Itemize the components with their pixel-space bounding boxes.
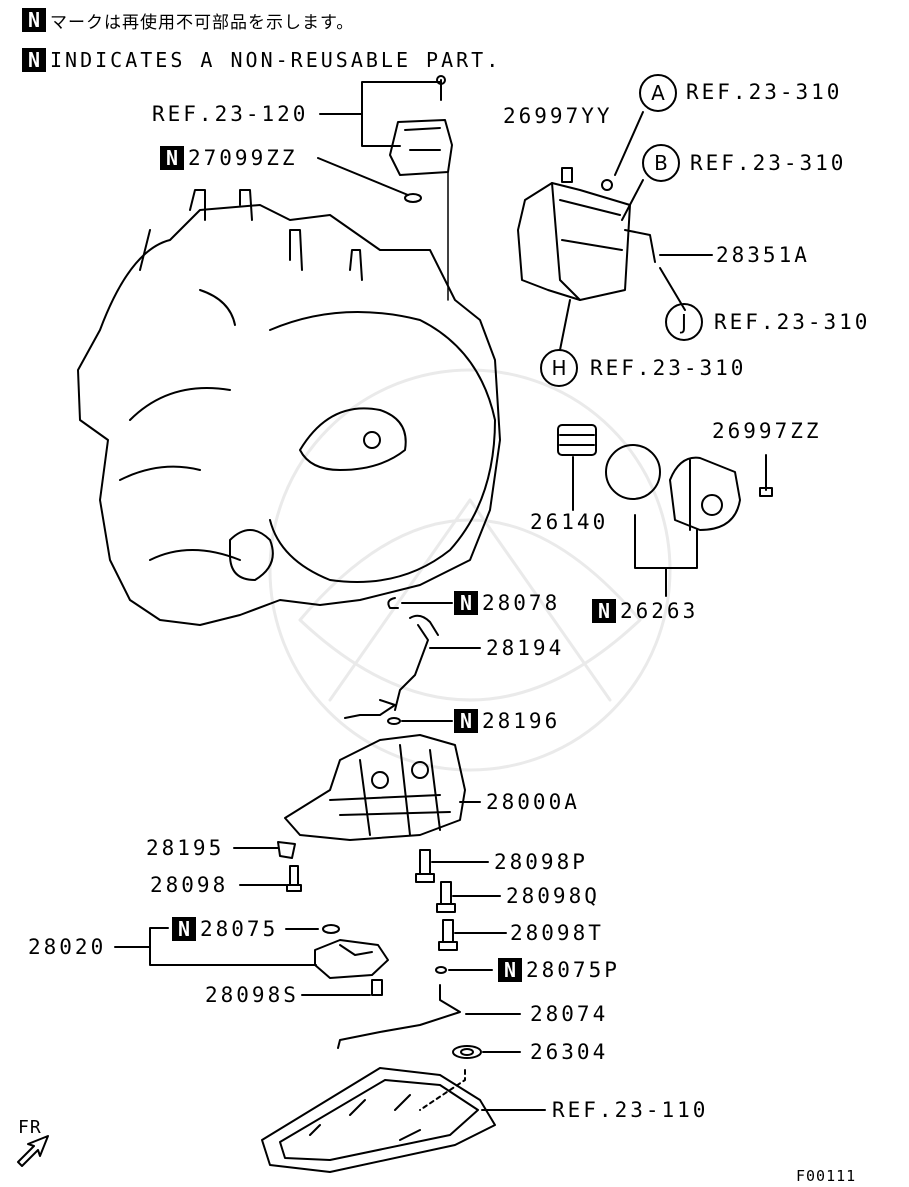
label-28098t: 28098T: [510, 921, 604, 945]
label-26997zz: 26997ZZ: [712, 419, 822, 443]
28074-tube: [337, 984, 521, 1049]
label-28351a: 28351A: [716, 243, 810, 267]
label-ref-a: REF.23-310: [686, 80, 843, 104]
label-26997yy: 26997YY: [503, 104, 613, 128]
non-reusable-mark: N: [22, 8, 46, 32]
26304-magnet: [452, 1045, 521, 1059]
28000a-valve-body: [284, 734, 481, 841]
28196-oring: [387, 717, 453, 725]
oil-cooler: [517, 111, 713, 351]
small-parts: [233, 841, 507, 996]
28078-clip: [387, 597, 453, 609]
fr-label: FR: [18, 1117, 42, 1138]
27099zz-oring: [317, 157, 422, 203]
label-28098p: 28098P: [494, 850, 588, 874]
oil-pan: [261, 1067, 546, 1173]
header-note-jp: マークは再使用不可部品を示します。: [50, 13, 355, 33]
28020-strainer: [114, 927, 389, 979]
figure-code: F00111: [796, 1167, 857, 1185]
circle-b: B: [642, 144, 680, 182]
transmission-case: [77, 189, 501, 626]
label-28098: 28098: [150, 873, 229, 897]
label-28000a: 28000A: [486, 790, 580, 814]
ref-23-120-part: [319, 75, 453, 301]
label-28098q: 28098Q: [506, 884, 600, 908]
label-ref-b: REF.23-310: [690, 151, 847, 175]
circle-j: J: [665, 303, 703, 341]
label-ref-h: REF.23-310: [590, 356, 747, 380]
label-ref-23-110: REF.23-110: [552, 1098, 709, 1122]
header-note-en: INDICATES A NON-REUSABLE PART.: [50, 48, 502, 72]
label-ref-23-120: REF.23-120: [152, 102, 309, 126]
26140-filter: [557, 424, 597, 511]
label-26304: 26304: [530, 1040, 609, 1064]
circle-a: A: [639, 74, 677, 112]
circle-h: H: [540, 349, 578, 387]
non-reusable-mark: N: [22, 48, 46, 72]
28194-harness: [344, 614, 481, 719]
fr-arrow-icon: [17, 1135, 49, 1167]
label-28074: 28074: [530, 1002, 609, 1026]
label-28098s: 28098S: [205, 983, 299, 1007]
label-28194: 28194: [486, 636, 565, 660]
label-28195: 28195: [146, 836, 225, 860]
label-26140: 26140: [530, 510, 609, 534]
label-ref-j: REF.23-310: [714, 310, 871, 334]
26263-cover: [605, 444, 773, 597]
watermark: [268, 368, 672, 772]
label-28020: 28020: [28, 935, 107, 959]
